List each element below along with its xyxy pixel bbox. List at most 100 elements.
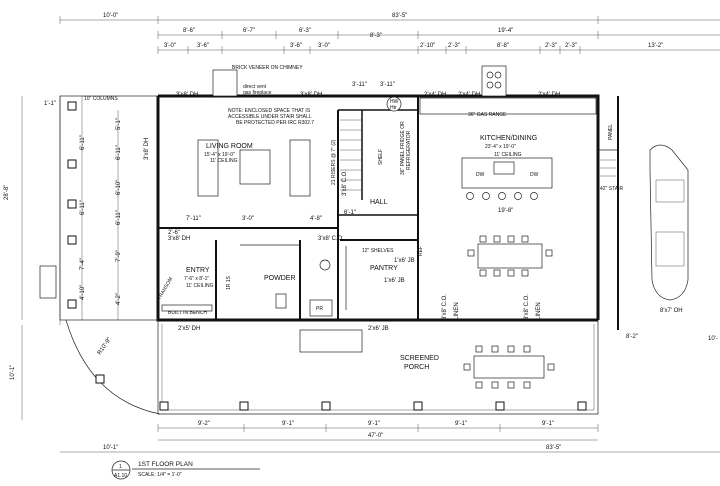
dim-porch-height: 10'-1" [10,365,16,380]
window-tag-o: 2'x5' DH [178,326,200,332]
kitchen-label: KITCHEN/DINING [480,135,537,142]
dim-top2-f: 2'-10" [420,43,435,49]
window-tag-b: 3'x8' DH [300,92,322,98]
dim-bottom-d: 9'-1" [455,421,467,427]
note-vent-1: direct vent [243,84,267,90]
dim-top2-b: 3'-6" [197,43,209,49]
note-vent-2: gas fireplace [243,90,272,96]
window-tag-d: 3'x8' C.O. [318,236,344,242]
dim-col-e: 7'-9" [116,250,122,262]
note-pr: PR [316,306,323,312]
dim-col-f: 4'-2" [116,293,122,305]
note-refs: REF [418,246,424,256]
garage-area: 42" STAIR PANEL 8'x7' OH 8'-2" 10'- [598,96,718,342]
dim-stair-b: 3'-11" [380,82,395,88]
window-tag-f: 2'x4' DH [424,92,446,98]
front-columns: 10" COLUMNS R10'-9" [39,95,161,415]
dim-top-overall-right: 83'-5" [392,13,407,19]
dw-label-a: DW [476,172,485,178]
note-bench: BUILT IN BENCH [168,310,207,316]
note-columns: 10" COLUMNS [84,96,118,102]
note-enclosed-3: BE PROTECTED PER IRC R302.7 [236,120,314,126]
exterior-walls: BRICK VENEER ON CHIMNEY direct vent gas … [156,65,600,322]
living-room-label: LIVING ROOM [206,143,253,150]
note-rr: 1R 1S [226,275,232,290]
note-panel: PANEL [608,124,614,140]
hall-label: HALL [370,199,388,206]
dim-top-overall-left: 10'-0" [103,13,118,19]
dim-bottom-a: 9'-2" [198,421,210,427]
note-shelf: SHELF [378,149,384,165]
title-plan-name: 1ST FLOOR PLAN [138,461,193,468]
title-scale: SCALE: 1/4" = 1'-0" [138,472,182,478]
dim-top2-e: 8'-3" [370,33,382,39]
dim-kitchen-width: 19'-8" [498,208,513,214]
dim-top-c: 6'-3" [299,28,311,34]
dim-col-b: 6'-11" [116,145,122,160]
note-fridge: 36" PANEL FRIDGE OR [400,121,406,175]
dim-top-d: 19'-4" [498,28,513,34]
window-tag-n: 3'x8' DH [168,236,190,242]
dw-label-b: DW [530,172,539,178]
dim-eave: 1'-1" [44,101,56,107]
window-tag-m: 2'x6' JB [368,326,389,332]
entry-label: ENTRY [186,267,210,274]
dim-right-edge: 10'- [708,336,718,342]
kitchen-ceiling: 11' CEILING [494,152,522,158]
left-dimensions: 28'-8" 1'-1" 6'-11" 6'-11" 7'-4" 4'-10" … [4,96,122,420]
dim-porch-right: 8'-2" [626,334,638,340]
dim-hall-a: 6'-1" [344,210,356,216]
window-tag-h: 2'x4' DH [538,92,560,98]
window-tag-e: 3'x8' C.O. [342,170,348,196]
living-room-ceiling: 11' CEILING [210,158,238,164]
entry-ceiling: 11' CEILING [186,283,214,289]
living-room-size: 15'-4" x 19'-0" [204,152,235,158]
window-tag-l: 1'x6' JB [384,278,405,284]
entry-size: 7'-6" x 8'-1" [184,276,209,282]
dim-top2-j: 2'-3" [565,43,577,49]
title-sheet-ref: A1.10 [114,473,127,479]
porch-label-1: SCREENED [400,355,439,362]
dim-bottom-b: 9'-1" [282,421,294,427]
note-linen-b: LINEN [536,302,542,320]
screened-porch: SCREENED PORCH [157,320,599,415]
dim-bottom-e: 9'-1" [542,421,554,427]
note-linen-a: LINEN [454,302,460,320]
note-risers: 21 RISERS @ 7" (2) [331,139,337,185]
title-sheet-number: 1 [119,464,122,470]
porch-label-2: PORCH [404,364,429,371]
dim-stair-a: 3'-11" [352,82,367,88]
entry-powder: ENTRY 7'-6" x 8'-1" 11' CEILING BUILT IN… [157,230,333,332]
note-brick: BRICK VENEER ON CHIMNEY [232,65,303,71]
window-tag-k: 1'x6' JB [394,258,415,264]
dim-living-a: 7'-11" [186,216,201,222]
dim-top2-a: 3'-0" [164,43,176,49]
hw-label: HW [390,99,399,105]
powder-label: POWDER [264,275,296,282]
dim-col-d: 6'-11" [116,210,122,225]
dim-radius: R10'-9" [97,337,113,357]
kitchen-dining: DW DW KITCHEN/DINING 23'-4" x 19'-0" 11'… [418,65,597,320]
hw-htr-label: Htr [390,105,397,111]
pantry-label: PANTRY [370,265,398,272]
window-tag-j: 3'x8' C.O. [524,294,530,320]
note-range: 36" GAS RANGE [468,112,507,118]
living-room: LIVING ROOM 15'-4" x 19'-0" 11' CEILING … [144,92,322,222]
dim-left-a: 6'-11" [80,135,86,150]
dim-top2-i: 2'-3" [545,43,557,49]
dim-left-d: 4'-10" [80,285,86,300]
dim-col-a: 5'-1" [116,118,122,130]
dim-top-b: 6'-7" [243,28,255,34]
dim-living-c: 4'-8" [310,216,322,222]
title-block: 1 A1.10 1ST FLOOR PLAN SCALE: 1/4" = 1'-… [111,460,260,480]
dim-col-c: 6'-10" [116,180,122,195]
window-tag-c: 3'x8' DH [144,138,150,160]
stair-hall: 21 RISERS @ 7" (2) HW Htr SHELF 36" PANE… [318,82,412,242]
dim-top-a: 8'-6" [183,28,195,34]
bottom-dimensions: 9'-2" 9'-1" 9'-1" 9'-1" 9'-1" 47'-0" 10'… [60,421,720,453]
window-tag-a: 3'x8' DH [176,92,198,98]
note-stair42: 42" STAIR [600,186,623,192]
window-tag-g: 2'x4' DH [458,92,480,98]
note-shelves: 12" SHELVES [362,248,394,254]
